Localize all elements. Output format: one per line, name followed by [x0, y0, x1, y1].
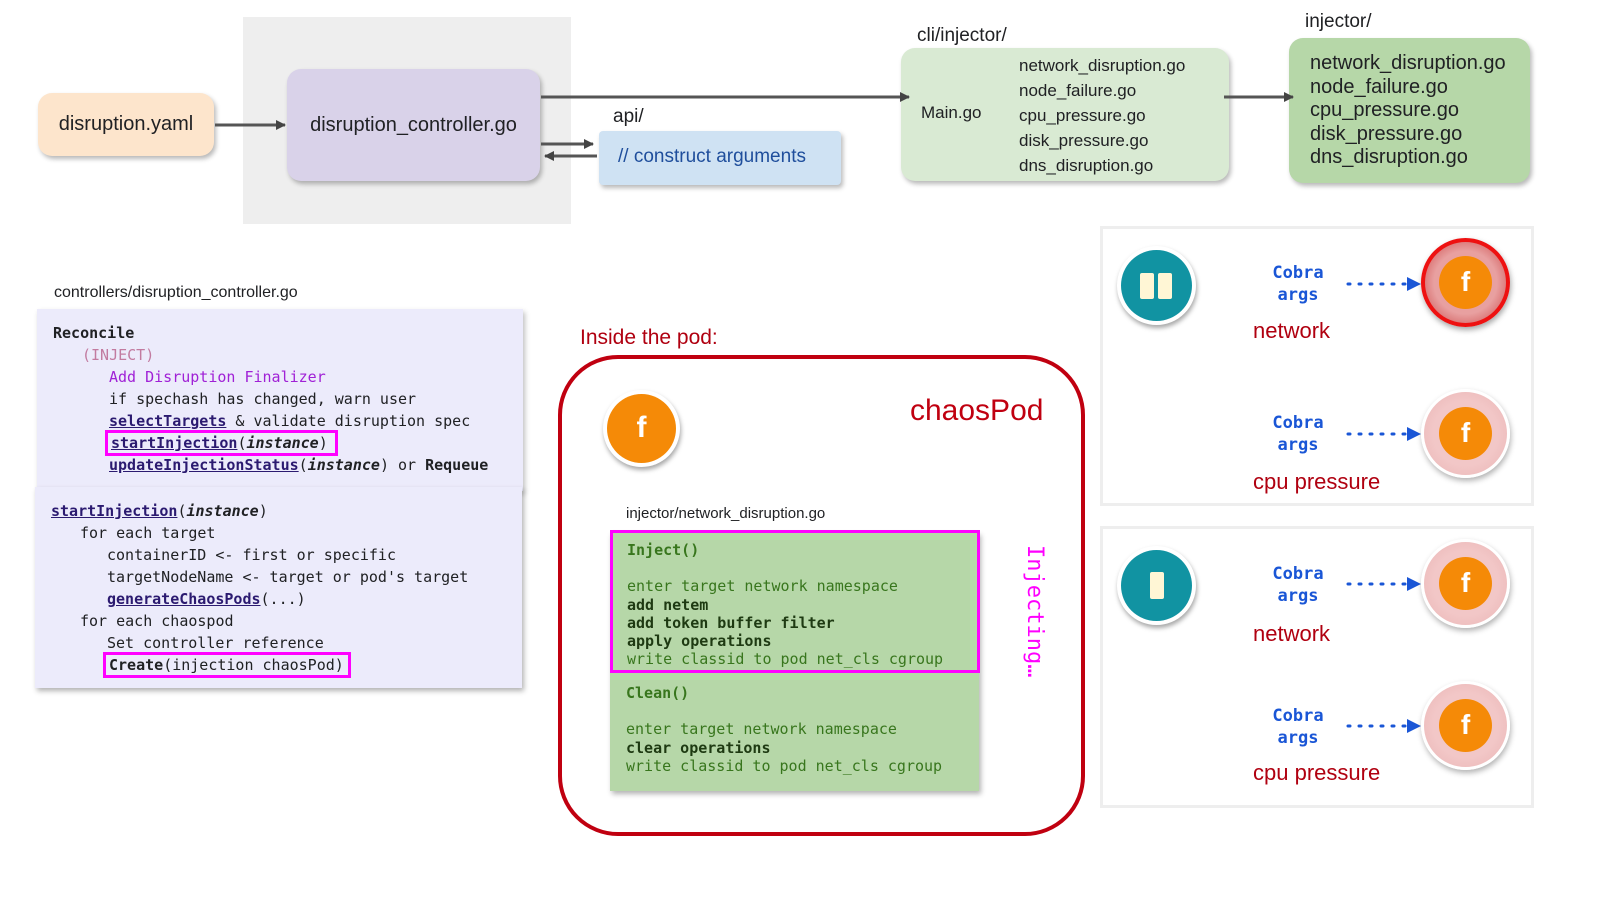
- chaos-pod-container: [558, 355, 1085, 836]
- disruption-yaml-box: disruption.yaml: [38, 93, 214, 156]
- inject-line: (INJECT): [82, 346, 155, 364]
- cli-file-item: disk_pressure.go: [1019, 131, 1149, 150]
- update-status-line: updateInjectionStatus(instance) or Reque…: [109, 456, 489, 474]
- reconcile-code-box: Reconcile (INJECT) Add Disruption Finali…: [37, 309, 523, 491]
- code-line: add token buffer filter: [627, 613, 835, 632]
- inject-function-name: Inject(): [627, 541, 700, 559]
- pod-two-containers-icon: [1121, 250, 1192, 321]
- injector-f-icon-network-1: f: [1439, 256, 1492, 309]
- update-status-call: updateInjectionStatus: [109, 456, 299, 474]
- disruption-yaml-label: disruption.yaml: [58, 113, 194, 135]
- set-reference-line: Set controller reference: [107, 634, 324, 652]
- api-folder-label: api/: [613, 106, 644, 127]
- panel-node-2: [1100, 526, 1534, 808]
- create-highlight: Create(injection chaosPod): [103, 652, 351, 678]
- code-line: write classid to pod net_cls cgroup: [626, 756, 943, 775]
- disruption-controller-label: disruption_controller.go: [310, 114, 517, 136]
- injector-file-item: cpu_pressure.go: [1310, 99, 1459, 121]
- injector-folder-label: injector/: [1305, 11, 1372, 32]
- disruption-controller-box: disruption_controller.go: [287, 69, 540, 181]
- injector-file-item: disk_pressure.go: [1310, 122, 1463, 145]
- cli-file-item: dns_disruption.go: [1019, 156, 1154, 175]
- injector-file-item: network_disruption.go: [1310, 52, 1506, 74]
- start-injection-signature: startInjection(instance): [51, 502, 268, 520]
- code-line: apply operations: [627, 632, 772, 651]
- chaos-pod-label: chaosPod: [910, 394, 1044, 427]
- f-icon-ring-cpu-2: [1421, 681, 1510, 770]
- add-finalizer-line: Add Disruption Finalizer: [109, 368, 326, 386]
- f-icon-ring-network-2: [1421, 539, 1510, 628]
- start-injection-highlight: startInjection(instance): [105, 430, 338, 456]
- for-each-target-line: for each target: [80, 524, 216, 542]
- cli-file-item: node_failure.go: [1019, 81, 1137, 100]
- controller-file-path: controllers/disruption_controller.go: [54, 284, 298, 301]
- pod-file-label: injector/network_disruption.go: [626, 505, 826, 522]
- reconcile-line: Reconcile: [53, 324, 135, 342]
- spechash-line: if spechash has changed, warn user: [109, 390, 417, 408]
- start-injection-code-box: startInjection(instance) for each target…: [35, 487, 522, 688]
- pod-single-container-icon: [1121, 550, 1192, 621]
- label-network-1: network: [1253, 318, 1331, 343]
- cli-injector-box: Main.go network_disruption.go node_failur…: [901, 48, 1229, 181]
- injector-code-box: [610, 532, 979, 791]
- cli-file-list: network_disruption.go node_failure.go cpu_…: [1019, 53, 1185, 178]
- container-id-line: containerID <- first or specific: [107, 546, 396, 564]
- injector-file-item: node_failure.go: [1310, 75, 1448, 98]
- code-line: enter target network namespace: [626, 720, 897, 739]
- inside-pod-title: Inside the pod:: [580, 326, 718, 349]
- panel-node-1: [1100, 226, 1534, 506]
- code-line: add netem: [627, 595, 709, 614]
- target-node-line: targetNodeName <- target or pod's target: [107, 568, 469, 586]
- api-box: // construct arguments: [599, 131, 841, 185]
- label-cpu-pressure-1: cpu pressure: [1253, 469, 1381, 494]
- api-box-text: // construct arguments: [618, 146, 806, 167]
- create-line: Create(injection chaosPod): [35, 652, 522, 678]
- select-targets-call: selectTargets: [109, 412, 227, 430]
- label-cpu-pressure-2: cpu pressure: [1253, 760, 1381, 785]
- start-injection-call: startInjection: [111, 434, 238, 452]
- injector-f-icon-cpu-2: f: [1439, 699, 1492, 752]
- injector-f-icon-cpu-1: f: [1439, 407, 1492, 460]
- pod-f-icon: f: [607, 394, 676, 463]
- generate-chaos-pods-line: generateChaosPods(...): [107, 590, 306, 608]
- injector-file-item: dns_disruption.go: [1310, 146, 1468, 168]
- cli-file-item: cpu_pressure.go: [1019, 106, 1146, 125]
- cli-main-label: Main.go: [921, 103, 982, 122]
- select-targets-line: selectTargets & validate disruption spec: [109, 412, 471, 430]
- injecting-label: Injecting…: [1022, 545, 1047, 678]
- cli-injector-folder-label: cli/injector/: [917, 25, 1007, 46]
- cli-file-item: network_disruption.go: [1019, 56, 1186, 75]
- injector-f-icon-network-2: f: [1439, 557, 1492, 610]
- start-injection-line: startInjection(instance): [37, 430, 523, 456]
- code-line: clear operations: [626, 738, 771, 757]
- for-each-chaospod-line: for each chaospod: [80, 612, 234, 630]
- clean-function-name: Clean(): [626, 684, 690, 702]
- code-line: enter target network namespace: [627, 577, 898, 596]
- code-line: write classid to pod net_cls cgroup: [627, 650, 944, 669]
- label-network-2: network: [1253, 621, 1331, 646]
